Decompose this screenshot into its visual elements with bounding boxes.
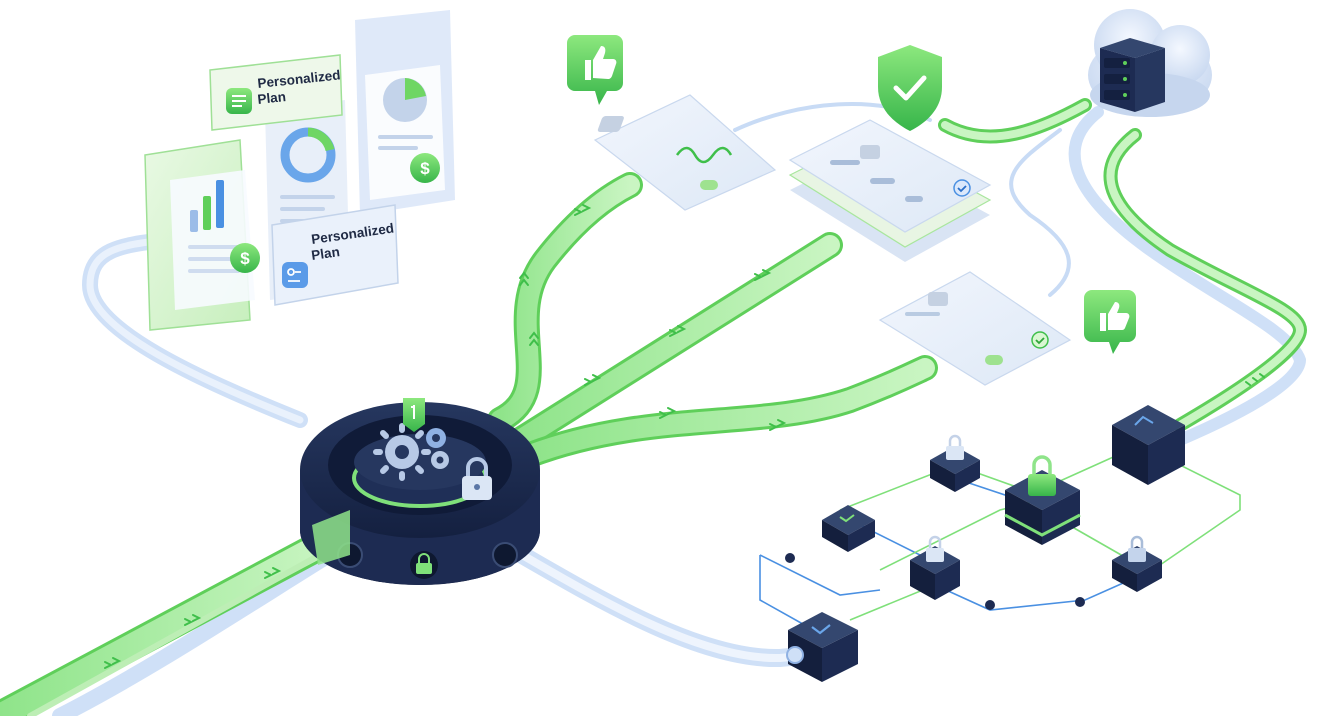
- network-node-entry: [787, 612, 858, 682]
- thumbs-up-icon: [567, 35, 623, 105]
- dollar-icon: $: [410, 153, 440, 183]
- shield-check-icon: [878, 45, 942, 131]
- check-icon: [1032, 332, 1048, 348]
- network-node: [910, 537, 960, 600]
- secure-node-network: [760, 405, 1240, 682]
- network-node-secure: [1005, 457, 1080, 545]
- padlock-icon: [1128, 537, 1146, 562]
- server-rack-icon: [1100, 38, 1165, 112]
- padlock-icon: [410, 551, 438, 579]
- network-node-gateway: [1112, 405, 1185, 485]
- plan-title-top-line2: Plan: [257, 89, 287, 107]
- central-processing-hub: [300, 398, 540, 585]
- network-node: [822, 505, 875, 552]
- svg-text:$: $: [420, 159, 430, 178]
- plan-user-icon: [282, 262, 308, 288]
- dollar-icon: $: [230, 243, 260, 273]
- padlock-icon: [1028, 457, 1056, 496]
- padlock-icon: [926, 537, 944, 562]
- network-node: [1112, 537, 1162, 592]
- check-icon: [954, 180, 970, 196]
- svg-text:$: $: [240, 249, 250, 268]
- padlock-icon: [946, 436, 964, 460]
- thumbs-up-icon: [1084, 290, 1136, 354]
